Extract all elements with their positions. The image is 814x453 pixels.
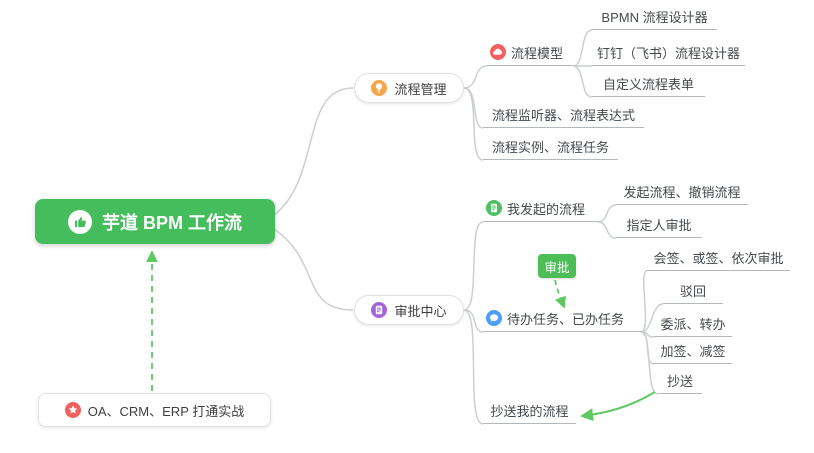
leaf-designated-approver[interactable]: 指定人审批 <box>616 214 702 238</box>
bulb-icon <box>371 80 388 96</box>
cloud-icon <box>490 44 506 60</box>
leaf-dingtalk-feishu-designer[interactable]: 钉钉（飞书）流程设计器 <box>592 42 745 66</box>
edge-approval-center-my-initiated <box>463 221 484 311</box>
leaf-custom-form[interactable]: 自定义流程表单 <box>592 73 705 97</box>
node-process-management-label: 流程管理 <box>394 81 447 97</box>
leaf-bpmn-designer-label: BPMN 流程设计器 <box>601 9 708 25</box>
document-icon <box>486 200 502 216</box>
leaf-todo-done[interactable]: 待办任务、已办任务 <box>483 308 642 332</box>
clipboard-icon <box>371 302 388 318</box>
leaf-initiate-cancel[interactable]: 发起流程、撤销流程 <box>616 181 748 205</box>
approval-relation-tag-label: 审批 <box>544 260 570 275</box>
leaf-delegate-transfer[interactable]: 委派、转办 <box>654 313 732 337</box>
leaf-instance-task-label: 流程实例、流程任务 <box>491 139 609 155</box>
leaf-bpmn-designer[interactable]: BPMN 流程设计器 <box>592 6 717 30</box>
leaf-my-initiated-label: 我发起的流程 <box>507 201 586 217</box>
node-oa-practice[interactable]: OA、CRM、ERP 打通实战 <box>38 393 271 427</box>
leaf-reject-label: 驳回 <box>679 283 706 299</box>
edge-my-initiated-initiate-cancel <box>597 204 617 223</box>
approval-relation-tag[interactable]: 审批 <box>538 254 576 278</box>
edge-process-model-bpmn-designer <box>572 29 593 67</box>
leaf-delegate-transfer-label: 委派、转办 <box>660 316 726 332</box>
leaf-add-reduce-sign[interactable]: 加签、减签 <box>654 340 732 364</box>
leaf-process-model[interactable]: 流程模型 <box>487 42 573 66</box>
node-approval-center-label: 审批中心 <box>394 303 447 319</box>
leaf-listener-expression[interactable]: 流程监听器、流程表达式 <box>483 104 644 128</box>
edge-todo-done-delegate-transfer <box>640 331 655 338</box>
leaf-add-reduce-sign-label: 加签、减签 <box>660 343 726 359</box>
chat-icon <box>486 310 502 326</box>
leaf-dingtalk-feishu-designer-label: 钉钉（飞书）流程设计器 <box>596 45 740 61</box>
arrow-approval-tag-to-todo <box>554 279 566 309</box>
edge-todo-done-add-reduce-sign <box>640 331 655 365</box>
edge-process-management-listener-expression <box>463 87 484 129</box>
leaf-cc-my-process-label: 抄送我的流程 <box>490 403 569 419</box>
leaf-process-model-label: 流程模型 <box>511 45 564 61</box>
edge-process-model-custom-form <box>572 65 593 98</box>
root-node[interactable]: 芋道 BPM 工作流 <box>35 199 275 244</box>
leaf-my-initiated[interactable]: 我发起的流程 <box>483 198 599 222</box>
edge-process-management-instance-task <box>463 87 484 161</box>
edge-process-management-process-model <box>463 65 488 89</box>
leaf-custom-form-label: 自定义流程表单 <box>602 76 694 92</box>
star-icon <box>64 402 81 418</box>
leaf-designated-approver-label: 指定人审批 <box>626 217 692 233</box>
edge-root-approval-center <box>273 228 354 311</box>
leaf-countersign[interactable]: 会签、或签、依次审批 <box>647 247 790 271</box>
node-process-management[interactable]: 流程管理 <box>354 73 464 103</box>
leaf-cc-label: 抄送 <box>666 373 693 389</box>
node-approval-center[interactable]: 审批中心 <box>354 295 464 325</box>
thumbs-up-icon <box>67 209 92 234</box>
leaf-cc[interactable]: 抄送 <box>658 370 702 394</box>
edge-root-process-management <box>273 87 354 216</box>
edge-approval-center-cc-my-process <box>463 309 484 425</box>
node-oa-practice-label: OA、CRM、ERP 打通实战 <box>87 403 245 419</box>
root-label: 芋道 BPM 工作流 <box>101 212 242 233</box>
arrow-cc-to-cc-my-process <box>580 391 656 422</box>
edge-my-initiated-designated-approver <box>597 221 617 239</box>
leaf-listener-expression-label: 流程监听器、流程表达式 <box>491 107 635 123</box>
leaf-todo-done-label: 待办任务、已办任务 <box>507 311 625 327</box>
leaf-countersign-label: 会签、或签、依次审批 <box>653 250 784 266</box>
leaf-initiate-cancel-label: 发起流程、撤销流程 <box>623 184 741 200</box>
leaf-cc-my-process[interactable]: 抄送我的流程 <box>483 400 576 424</box>
leaf-instance-task[interactable]: 流程实例、流程任务 <box>483 136 618 160</box>
leaf-reject[interactable]: 驳回 <box>663 280 723 304</box>
edge-approval-center-todo-done <box>463 309 484 333</box>
